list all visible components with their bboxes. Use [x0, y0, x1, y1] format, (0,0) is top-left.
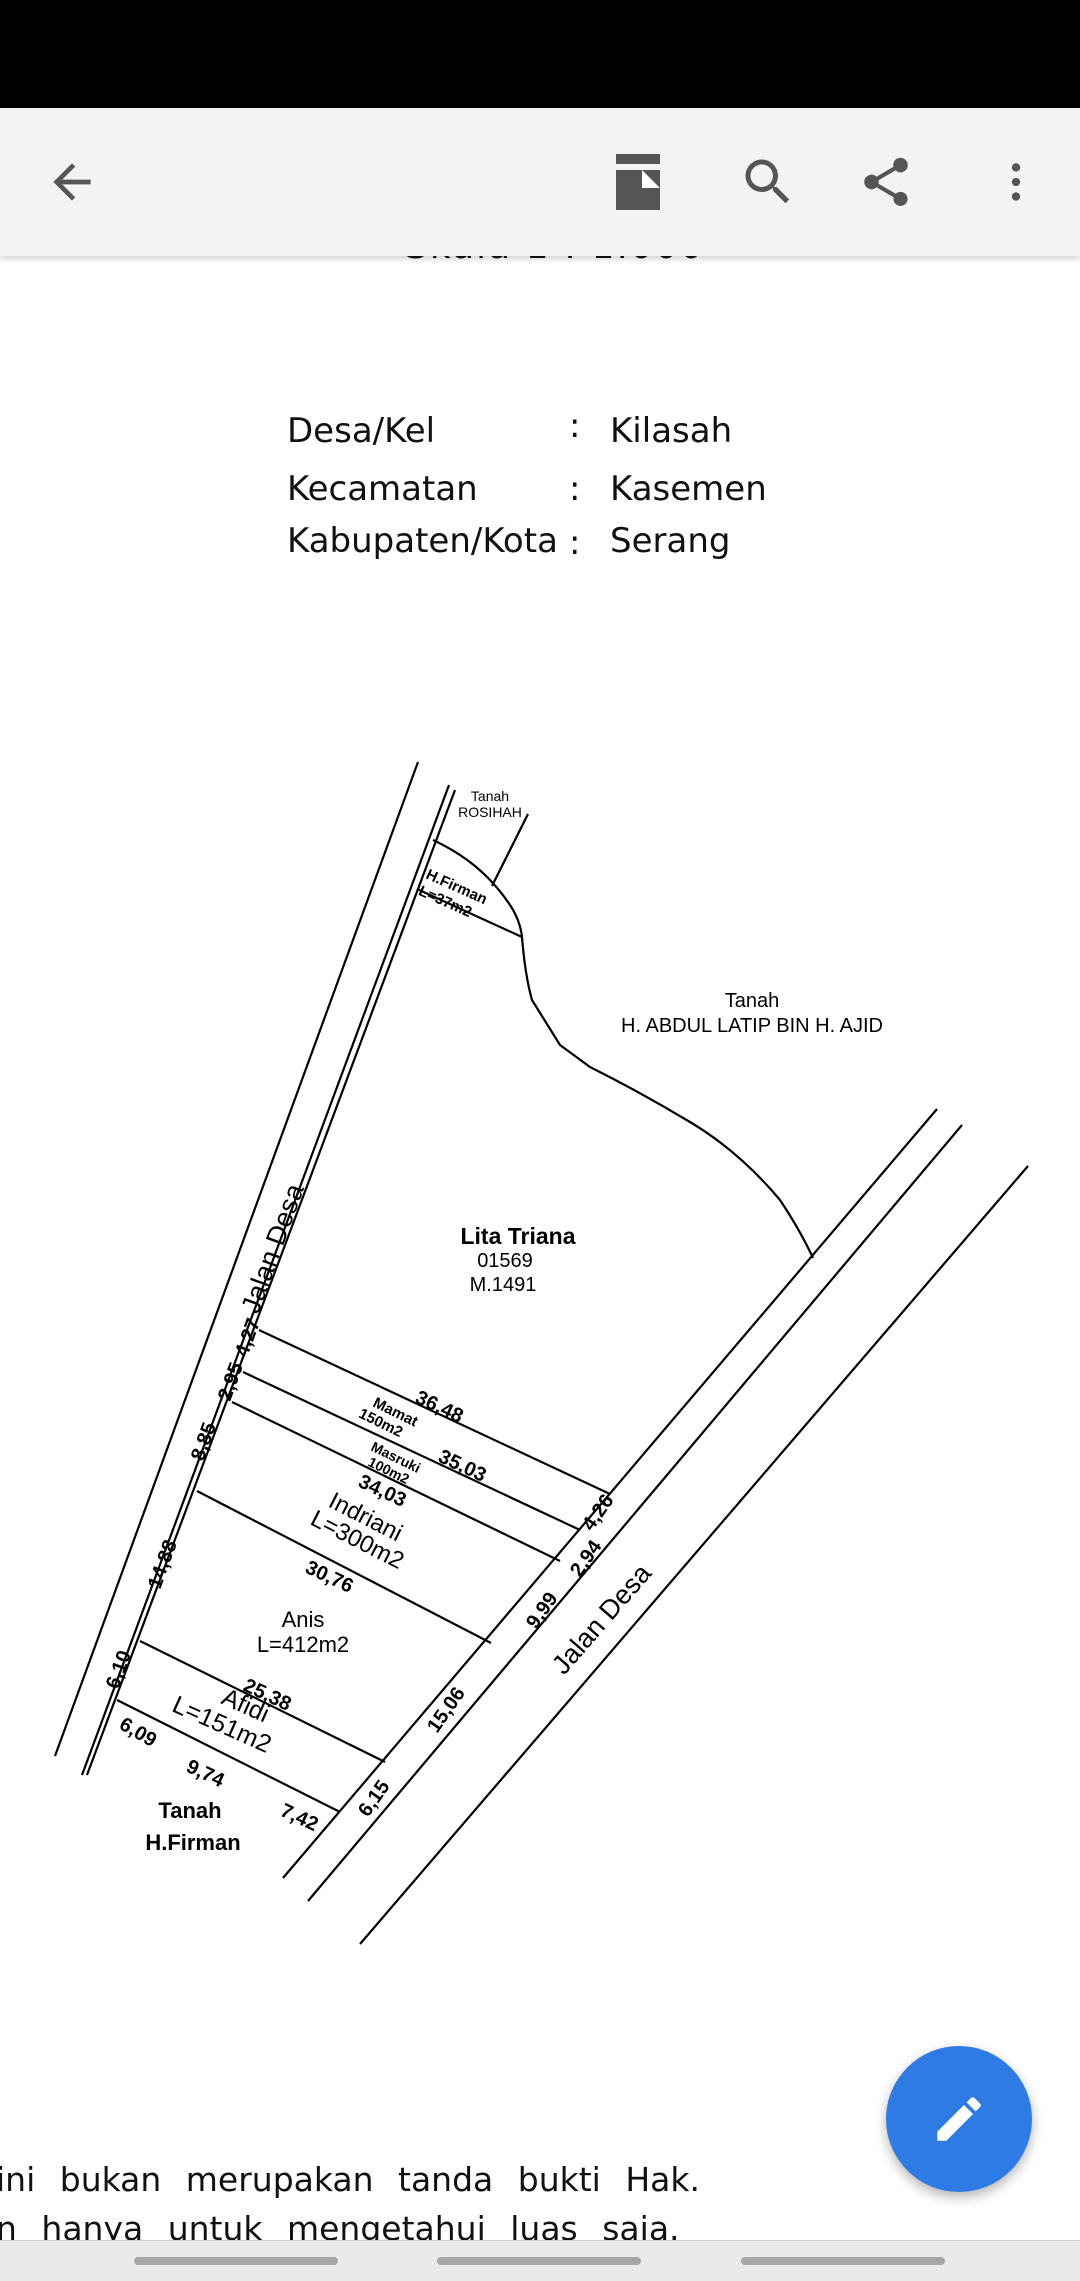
status-bar	[0, 0, 1080, 108]
app-toolbar	[0, 108, 1080, 256]
tanah-latip-label-1: Tanah	[725, 990, 780, 1012]
footer-note-line-1: ini bukan merupakan tanda bukti Hak.	[0, 2160, 700, 2199]
scale-text: Skala 1 : 1.000	[405, 256, 705, 267]
land-plot-map: Tanah ROSIHAH H.Firman L=37m2 Tanah H. A…	[53, 761, 1029, 1945]
more-options-button[interactable]	[968, 134, 1064, 230]
edit-pencil-icon	[937, 2097, 981, 2141]
lita-triana-name: Lita Triana	[460, 1223, 575, 1249]
dim-35-03: 35,03	[435, 1446, 490, 1487]
back-button[interactable]	[24, 134, 120, 230]
dim-15-06: 15,06	[423, 1683, 470, 1737]
tanah-rosihah-label-2: ROSIHAH	[458, 804, 522, 820]
desa-separator: :	[569, 406, 581, 446]
edit-fab-button[interactable]	[886, 2046, 1032, 2192]
kabupaten-separator: :	[569, 523, 581, 563]
document-page[interactable]: Skala 1 : 1.000 Desa/Kel : Kilasah Kecam…	[0, 256, 1080, 2240]
arrow-back-icon	[53, 163, 91, 201]
search-icon	[745, 159, 790, 204]
navigation-bar	[0, 2240, 1080, 2281]
desa-value: Kilasah	[610, 411, 733, 451]
tanah-hfirman-label-1: Tanah	[158, 1798, 221, 1823]
dim-14-88: 14,88	[144, 1537, 182, 1592]
tanah-hfirman-label-2: H.Firman	[145, 1830, 240, 1855]
dim-6-15: 6,15	[354, 1776, 394, 1821]
dim-9-74: 9,74	[183, 1756, 228, 1793]
dim-2-94: 2,94	[566, 1536, 607, 1581]
dim-8-85: 8,85	[187, 1420, 221, 1464]
desa-label: Desa/Kel	[287, 411, 436, 451]
plot-labels: Tanah ROSIHAH H.Firman L=37m2 Tanah H. A…	[102, 788, 883, 1855]
dim-4-26: 4,26	[578, 1490, 618, 1535]
kecamatan-label: Kecamatan	[287, 469, 478, 509]
anis-name: Anis	[282, 1607, 325, 1632]
dim-4-27: 4,27	[231, 1316, 265, 1360]
jalan-desa-left-label: Jalan Desa	[235, 1179, 310, 1317]
dim-7-42: 7,42	[277, 1800, 322, 1836]
nav-handle-center[interactable]	[437, 2257, 641, 2265]
dim-9-99: 9,99	[522, 1588, 562, 1633]
anis-area: L=412m2	[257, 1632, 349, 1657]
document-view-icon	[616, 154, 660, 210]
search-button[interactable]	[720, 134, 816, 230]
document-view-button[interactable]	[590, 134, 686, 230]
tanah-latip-label-2: H. ABDUL LATIP BIN H. AJID	[621, 1015, 883, 1037]
more-vert-icon	[1011, 163, 1021, 201]
lita-triana-number: 01569	[477, 1250, 533, 1272]
dim-6-10: 6,10	[102, 1648, 136, 1692]
kabupaten-label: Kabupaten/Kota	[287, 521, 558, 561]
nav-handle-right[interactable]	[741, 2257, 945, 2265]
plot-lines	[53, 761, 1029, 1945]
kecamatan-separator: :	[569, 469, 581, 509]
dim-30-76: 30,76	[302, 1557, 357, 1598]
kecamatan-value: Kasemen	[610, 469, 767, 509]
footer-note-line-2: n hanya untuk mengetahui luas saja.	[0, 2209, 680, 2240]
share-button[interactable]	[838, 134, 934, 230]
dim-2-95: 2,95	[214, 1360, 248, 1404]
tanah-rosihah-label-1: Tanah	[471, 788, 509, 804]
nav-handle-left[interactable]	[134, 2257, 338, 2265]
lita-triana-code: M.1491	[470, 1274, 537, 1296]
kabupaten-value: Serang	[610, 521, 731, 561]
dim-36-48: 36,48	[412, 1387, 467, 1428]
share-icon	[864, 157, 908, 206]
